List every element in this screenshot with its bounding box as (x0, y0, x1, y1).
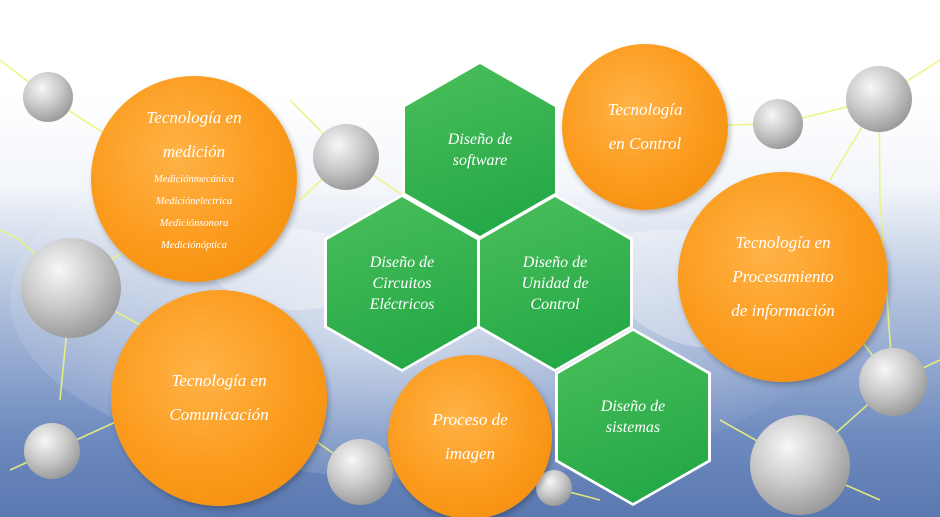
gray-sphere (846, 66, 912, 132)
gray-sphere (313, 124, 379, 190)
gray-sphere (536, 470, 572, 506)
medicion-sub-3: Mediciónsonora (159, 218, 229, 229)
software-line-1: Diseño de (447, 131, 513, 148)
gray-sphere (753, 99, 803, 149)
gray-sphere (859, 348, 927, 416)
procesamiento-line-3: de información (731, 301, 835, 320)
medicion-sub-1: Mediciónmecánica (154, 174, 234, 185)
gray-sphere (750, 415, 850, 515)
unidad-line-2: Unidad de (521, 274, 589, 292)
circuitos-line-2: Circuitos (372, 274, 432, 292)
control-line-1: Tecnología (607, 100, 683, 119)
comunicacion-line-2: Comunicación (169, 405, 269, 424)
control-line-2: en Control (608, 134, 682, 153)
comunicacion-line-1: Tecnología en (171, 371, 267, 390)
unidad-line-3: Control (530, 295, 580, 313)
medicion-title-1: Tecnología en (146, 108, 242, 127)
imagen-line-1: Proceso de (432, 410, 508, 429)
node-tecnologia-procesamiento: Tecnología en Procesamiento de informaci… (678, 172, 888, 382)
gray-sphere (24, 423, 80, 479)
node-tecnologia-medicion: Tecnología en medición Mediciónmecánica … (91, 76, 297, 282)
gray-sphere (327, 439, 393, 505)
circuitos-line-3: Eléctricos (369, 295, 435, 313)
medicion-sub-2: Mediciónelectrica (155, 196, 233, 207)
circuitos-line-1: Diseño de (369, 253, 435, 271)
sistemas-line-1: Diseño de (600, 398, 666, 415)
gray-sphere (23, 72, 73, 122)
node-tecnologia-comunicacion: Tecnología en Comunicación (111, 290, 327, 506)
node-proceso-imagen: Proceso de imagen (388, 355, 552, 517)
medicion-sub-4: Mediciónóptica (161, 240, 227, 251)
software-line-2: software (452, 152, 508, 169)
procesamiento-line-2: Procesamiento (732, 267, 834, 286)
gray-spheres (21, 66, 927, 515)
unidad-line-1: Diseño de (522, 253, 588, 271)
node-tecnologia-control: Tecnología en Control (562, 44, 728, 210)
network-line (0, 229, 21, 241)
medicion-title-2: medición (162, 142, 226, 161)
sistemas-line-2: sistemas (605, 419, 661, 436)
gray-sphere (21, 238, 121, 338)
procesamiento-line-1: Tecnología en (735, 233, 831, 252)
imagen-line-2: imagen (444, 444, 496, 463)
